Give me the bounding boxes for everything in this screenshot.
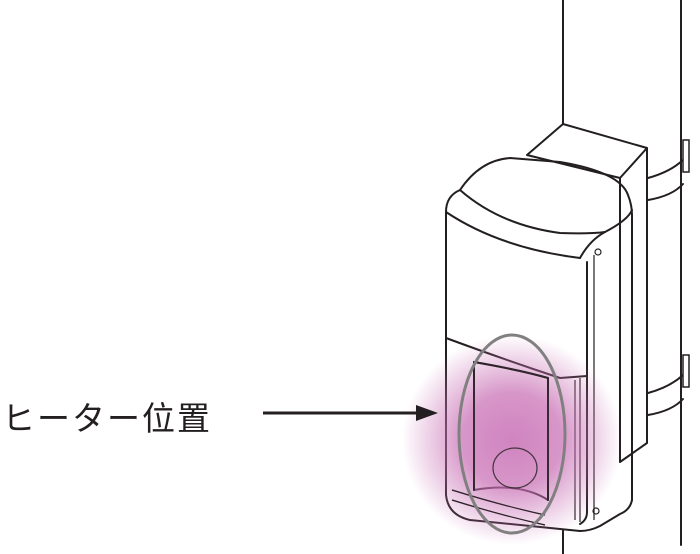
heater-glow <box>402 335 622 545</box>
housing-window-detail <box>451 361 549 526</box>
mounting-box <box>526 123 648 463</box>
callout-arrow <box>263 405 438 421</box>
pole <box>562 0 682 554</box>
lower-clamp-band <box>647 354 690 416</box>
heater-highlight-ellipse <box>457 333 567 535</box>
heater-position-label: ヒーター位置 <box>2 399 212 438</box>
upper-clamp-band <box>647 139 690 201</box>
